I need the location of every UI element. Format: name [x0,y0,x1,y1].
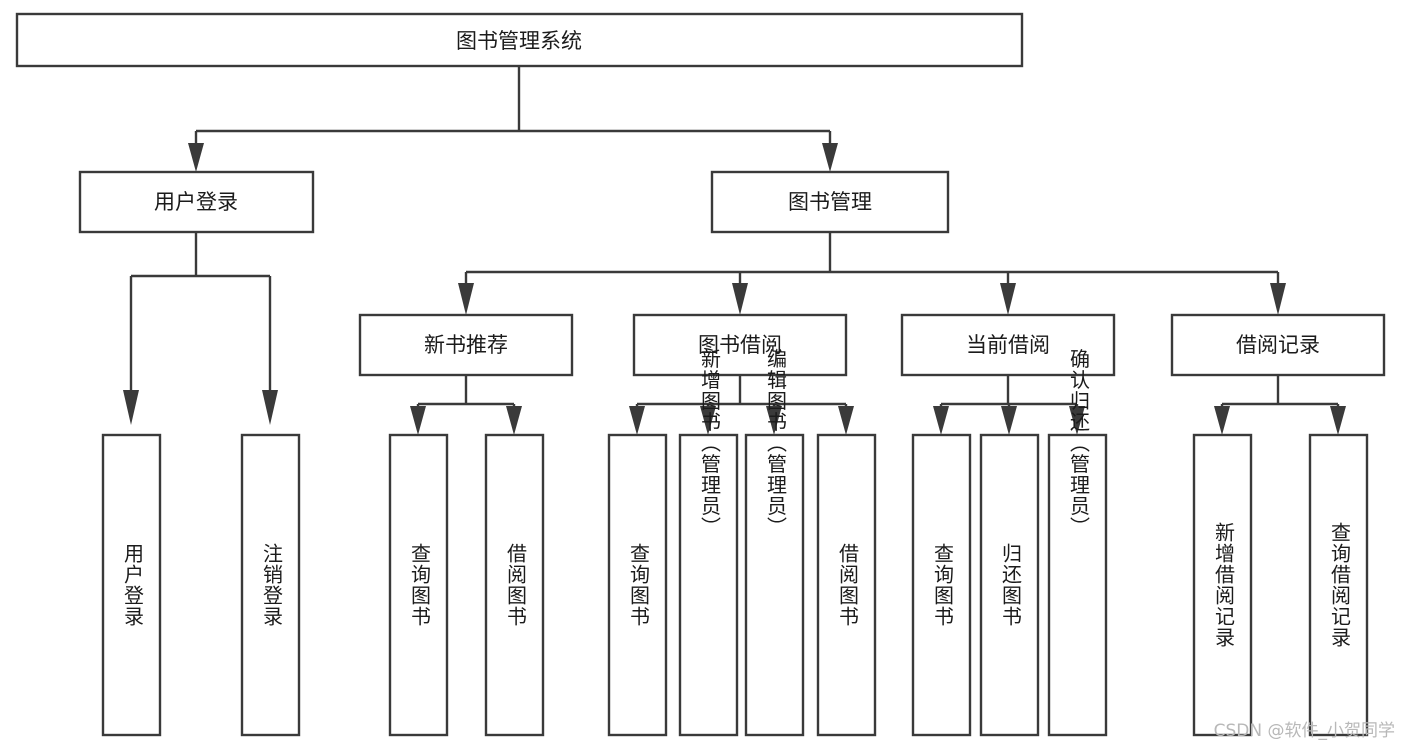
node-leaf-confirm-return-label: 确认归还（管理员） [1067,348,1091,537]
arrow-to-user-login [188,143,204,172]
arrow-to-borrow-book-2 [838,406,854,435]
node-leaf-edit-book-label: 编辑图书（管理员） [764,348,788,537]
arrow-to-new-book-rec [458,283,474,315]
node-leaf-user-login-label: 用户登录 [121,543,145,627]
arrow-to-book-manage [822,143,838,172]
arrow-to-add-record [1214,406,1230,435]
arrow-to-borrow-book-1 [506,406,522,435]
node-book-manage-box[interactable] [710,170,950,234]
node-new-book-rec-box[interactable] [358,313,574,377]
node-root-box[interactable] [15,12,1024,68]
arrow-to-leaf-user-login [123,390,139,425]
node-leaf-query-record-label: 查询借阅记录 [1328,522,1352,648]
node-leaf-borrow-book-1-box[interactable] [484,433,545,737]
node-leaf-query-book-1[interactable]: 查询图书 [388,433,449,737]
node-leaf-user-login-box[interactable] [101,433,162,737]
node-leaf-add-record[interactable]: 新增借阅记录 [1192,433,1253,737]
node-borrow-record-label: 借阅记录 [1236,333,1320,357]
node-root-label: 图书管理系统 [456,29,582,53]
node-leaf-borrow-book-2[interactable]: 借阅图书 [816,433,877,737]
node-book-borrow-box[interactable] [632,313,848,377]
node-book-borrow-label: 图书借阅 [698,333,782,357]
node-leaf-return-book[interactable]: 归还图书 [979,433,1040,737]
arrow-to-leaf-logout [262,390,278,425]
node-leaf-confirm-return-box[interactable] [1047,433,1108,737]
arrow-to-query-book-2 [629,406,645,435]
node-current-borrow[interactable]: 当前借阅 [900,313,1116,377]
node-leaf-add-book-box[interactable] [678,433,739,737]
node-leaf-query-book-3[interactable]: 查询图书 [911,433,972,737]
node-leaf-borrow-book-2-label: 借阅图书 [836,543,860,627]
node-leaf-logout[interactable]: 注销登录 [240,433,301,737]
node-book-manage-label: 图书管理 [788,190,872,214]
node-root[interactable]: 图书管理系统 [15,12,1024,68]
arrow-to-add-book [700,406,716,435]
arrow-to-edit-book [766,406,782,435]
node-leaf-confirm-return[interactable]: 确认归还（管理员） [1047,348,1108,737]
csdn-watermark: CSDN @软件_小贺同学 [1213,721,1395,741]
arrow-to-book-borrow [732,283,748,315]
node-leaf-query-book-2-label: 查询图书 [627,543,651,627]
node-leaf-query-book-3-label: 查询图书 [931,543,955,627]
node-leaf-add-book[interactable]: 新增图书（管理员） [678,348,739,737]
arrow-to-query-record [1330,406,1346,435]
node-new-book-rec[interactable]: 新书推荐 [358,313,574,377]
arrow-to-query-book-3 [933,406,949,435]
arrow-to-query-book-1 [410,406,426,435]
node-borrow-record[interactable]: 借阅记录 [1170,313,1386,377]
node-leaf-add-record-box[interactable] [1192,433,1253,737]
node-user-login-box[interactable] [78,170,315,234]
node-leaf-borrow-book-2-box[interactable] [816,433,877,737]
node-book-manage[interactable]: 图书管理 [710,170,950,234]
node-leaf-borrow-book-1[interactable]: 借阅图书 [484,433,545,737]
node-book-borrow[interactable]: 图书借阅 [632,313,848,377]
node-new-book-rec-label: 新书推荐 [424,333,508,357]
node-leaf-query-book-2[interactable]: 查询图书 [607,433,668,737]
edges-layer [123,66,1346,435]
node-leaf-query-book-2-box[interactable] [607,433,668,737]
node-leaf-return-book-box[interactable] [979,433,1040,737]
node-leaf-query-book-3-box[interactable] [911,433,972,737]
arrow-to-current-borrow [1000,283,1016,315]
node-borrow-record-box[interactable] [1170,313,1386,377]
arrow-to-confirm-return [1069,406,1085,435]
node-user-login-label: 用户登录 [154,190,238,214]
node-leaf-logout-label: 注销登录 [260,543,284,627]
arrow-to-borrow-record [1270,283,1286,315]
node-leaf-query-book-1-box[interactable] [388,433,449,737]
node-leaf-logout-box[interactable] [240,433,301,737]
node-leaf-query-book-1-label: 查询图书 [408,543,432,627]
node-user-login[interactable]: 用户登录 [78,170,315,234]
node-current-borrow-label: 当前借阅 [966,333,1050,357]
node-leaf-return-book-label: 归还图书 [999,543,1023,627]
node-current-borrow-box[interactable] [900,313,1116,377]
node-leaf-add-record-label: 新增借阅记录 [1212,522,1236,648]
node-leaf-add-book-label: 新增图书（管理员） [698,348,722,537]
node-leaf-edit-book[interactable]: 编辑图书（管理员） [744,348,805,737]
arrow-to-return-book [1001,406,1017,435]
node-leaf-query-record[interactable]: 查询借阅记录 [1308,433,1369,737]
node-leaf-borrow-book-1-label: 借阅图书 [504,543,528,627]
node-leaf-edit-book-box[interactable] [744,433,805,737]
node-leaf-query-record-box[interactable] [1308,433,1369,737]
node-leaf-user-login[interactable]: 用户登录 [101,433,162,737]
